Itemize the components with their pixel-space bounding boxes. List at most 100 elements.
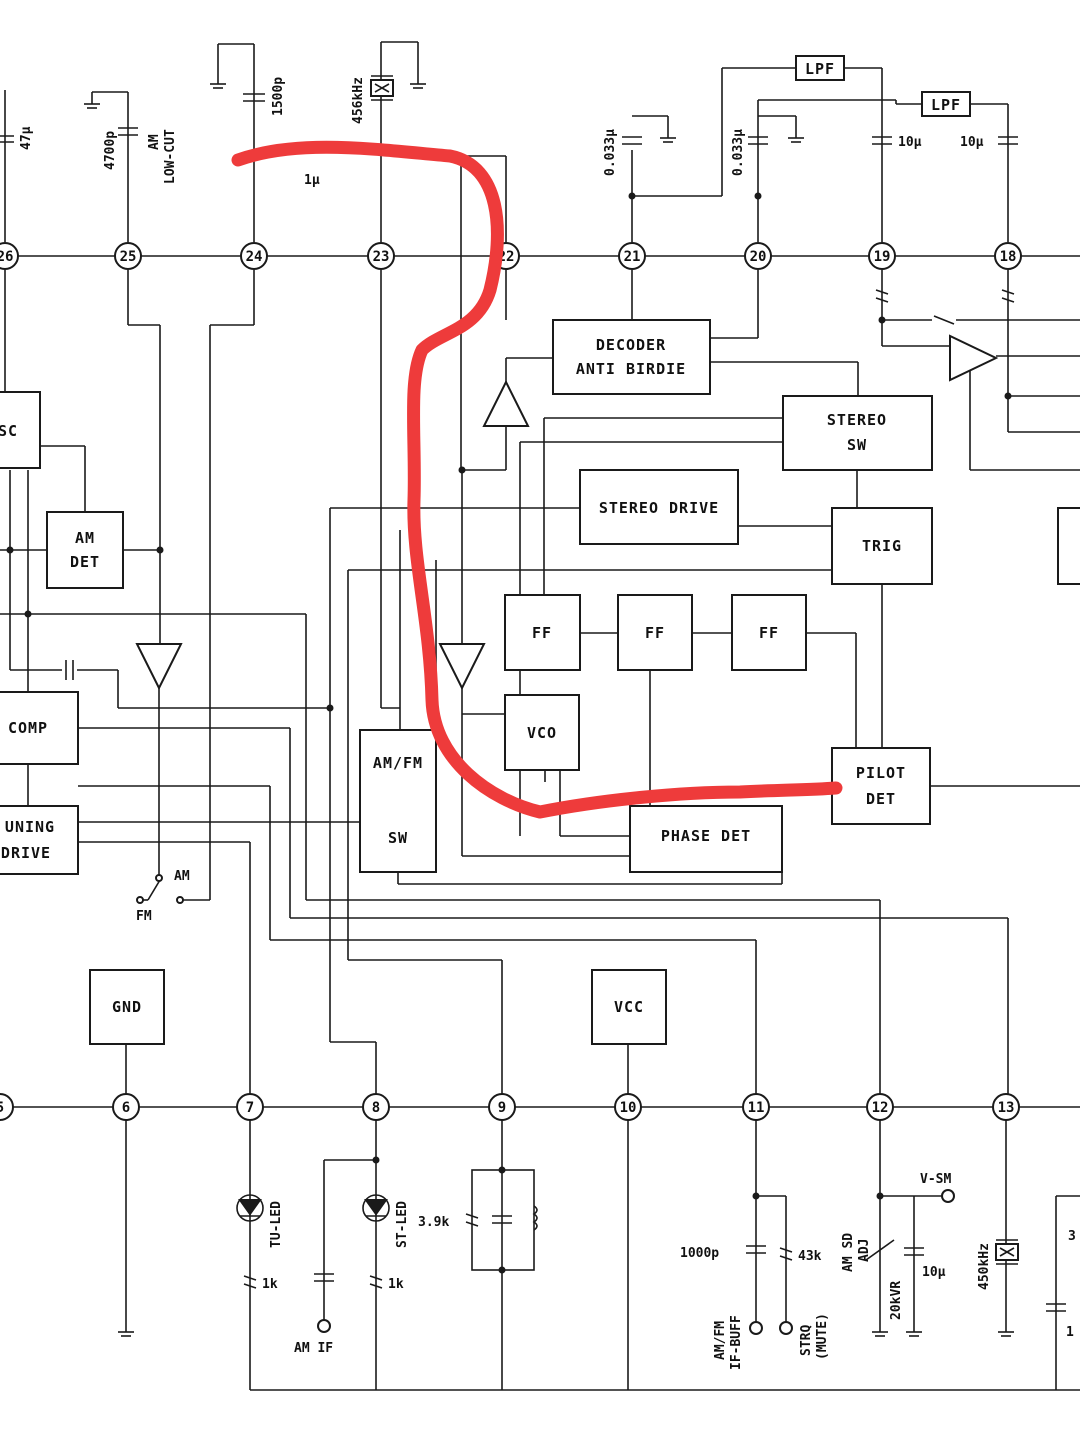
svg-text:0.033µ: 0.033µ (603, 129, 618, 176)
svg-text:ANTI BIRDIE: ANTI BIRDIE (576, 360, 686, 378)
svg-text:1500p: 1500p (271, 77, 286, 116)
svg-text:456kHz: 456kHz (351, 77, 366, 124)
svg-text:1000p: 1000p (680, 1246, 719, 1261)
svg-text:1k: 1k (262, 1277, 278, 1292)
svg-text:DET: DET (866, 790, 896, 808)
pin-label: 19 (874, 249, 891, 265)
ff-block-1: FF (504, 594, 581, 671)
svg-text:SW: SW (847, 436, 867, 454)
svg-text:AM IF: AM IF (294, 1341, 333, 1356)
svg-text:AM: AM (75, 529, 95, 547)
amfm-sw-block: AM/FM SW (359, 729, 437, 873)
svg-text:(MUTE): (MUTE) (815, 1313, 830, 1360)
pin-label: 12 (872, 1100, 889, 1116)
osc-block: SC (0, 391, 41, 469)
svg-text:AM: AM (147, 134, 162, 150)
top-external-components (0, 41, 1018, 470)
svg-text:ST-LED: ST-LED (395, 1201, 410, 1248)
pin-label: 18 (1000, 249, 1017, 265)
svg-text:AM: AM (174, 869, 190, 884)
ff-block-3: FF (731, 594, 807, 671)
svg-text:AM/FM: AM/FM (713, 1321, 728, 1360)
svg-text:COMP: COMP (8, 719, 48, 737)
svg-text:AM SD: AM SD (841, 1233, 856, 1272)
stereo-sw-block: STEREO SW (782, 395, 933, 471)
pin-label: 8 (372, 1100, 380, 1116)
top-pins: 26 25 24 23 22 21 20 19 18 (0, 242, 1022, 270)
ff-block-2: FF (617, 594, 693, 671)
svg-text:SC: SC (0, 422, 18, 440)
svg-text:1µ: 1µ (304, 173, 320, 188)
component-labels: 47µ 4700p AM LOW-CUT 1500p 456kHz 1µ 0.0… (19, 77, 1076, 1370)
pilot-det-block: PILOT DET (831, 747, 931, 825)
svg-text:UNING: UNING (5, 818, 55, 836)
pin-label: 9 (498, 1100, 506, 1116)
pin-label: 7 (246, 1100, 254, 1116)
svg-text:3.9k: 3.9k (418, 1215, 449, 1230)
svg-text:GND: GND (112, 998, 142, 1016)
svg-text:VCO: VCO (527, 724, 557, 742)
svg-text:STEREO DRIVE: STEREO DRIVE (599, 499, 719, 517)
svg-text:FF: FF (532, 624, 552, 642)
bottom-external-components (118, 1120, 1080, 1391)
pin-label: 20 (750, 249, 767, 265)
svg-text:DRIVE: DRIVE (1, 844, 51, 862)
svg-text:43k: 43k (798, 1249, 822, 1264)
right-edge-block (1057, 507, 1080, 585)
svg-text:FM: FM (136, 909, 152, 924)
svg-text:AM/FM: AM/FM (373, 754, 423, 772)
pin-label: 23 (373, 249, 390, 265)
svg-text:VCC: VCC (614, 998, 644, 1016)
vcc-block: VCC (591, 969, 667, 1045)
pin-label: 10 (620, 1100, 637, 1116)
pin-label: 11 (748, 1100, 765, 1116)
pin-label: 21 (624, 249, 641, 265)
lpf-label-1: LPF (805, 60, 835, 78)
svg-text:TU-LED: TU-LED (269, 1201, 284, 1248)
svg-text:1: 1 (1066, 1325, 1074, 1340)
red-annotation-stroke (231, 140, 843, 819)
svg-text:47µ: 47µ (19, 126, 34, 150)
svg-text:20kVR: 20kVR (889, 1281, 904, 1320)
svg-text:FF: FF (759, 624, 779, 642)
svg-text:0.033µ: 0.033µ (731, 129, 746, 176)
svg-text:10µ: 10µ (960, 135, 984, 150)
pin-label: 24 (246, 249, 263, 265)
svg-text:STEREO: STEREO (827, 411, 887, 429)
pin-label: 13 (998, 1100, 1015, 1116)
svg-text:ADJ: ADJ (857, 1239, 872, 1262)
svg-text:DET: DET (70, 553, 100, 571)
svg-text:10µ: 10µ (898, 135, 922, 150)
svg-text:PILOT: PILOT (856, 764, 906, 782)
lpf-label-2: LPF (931, 96, 961, 114)
svg-text:TRIG: TRIG (862, 537, 902, 555)
svg-text:LOW-CUT: LOW-CUT (163, 129, 178, 184)
svg-text:10µ: 10µ (922, 1265, 946, 1280)
stereo-drive-block: STEREO DRIVE (579, 469, 739, 545)
svg-text:3: 3 (1068, 1229, 1076, 1244)
decoder-block: DECODER ANTI BIRDIE (552, 319, 711, 395)
pin-label: 26 (0, 249, 13, 265)
phase-det-block: PHASE DET (629, 805, 783, 873)
svg-text:4700p: 4700p (103, 131, 118, 170)
svg-text:DECODER: DECODER (596, 336, 666, 354)
comp-block: COMP (0, 691, 79, 765)
svg-text:IF-BUFF: IF-BUFF (729, 1315, 744, 1370)
svg-text:1k: 1k (388, 1277, 404, 1292)
svg-text:SW: SW (388, 829, 408, 847)
svg-text:FF: FF (645, 624, 665, 642)
trig-block: TRIG (831, 507, 933, 585)
svg-text:PHASE DET: PHASE DET (661, 827, 751, 845)
tuning-drive-block: UNING DRIVE (0, 805, 79, 875)
svg-text:LPF: LPF (805, 60, 835, 78)
bottom-pins: 5 6 7 8 9 10 11 12 13 (0, 1093, 1020, 1121)
svg-text:450kHz: 450kHz (977, 1243, 992, 1290)
svg-text:V-SM: V-SM (920, 1172, 951, 1187)
pin-label: 6 (122, 1100, 130, 1116)
am-det-block: AM DET (46, 511, 124, 589)
svg-text:LPF: LPF (931, 96, 961, 114)
svg-text:STRQ: STRQ (799, 1325, 814, 1356)
vco-block: VCO (504, 694, 580, 771)
pin-label: 5 (0, 1100, 4, 1116)
